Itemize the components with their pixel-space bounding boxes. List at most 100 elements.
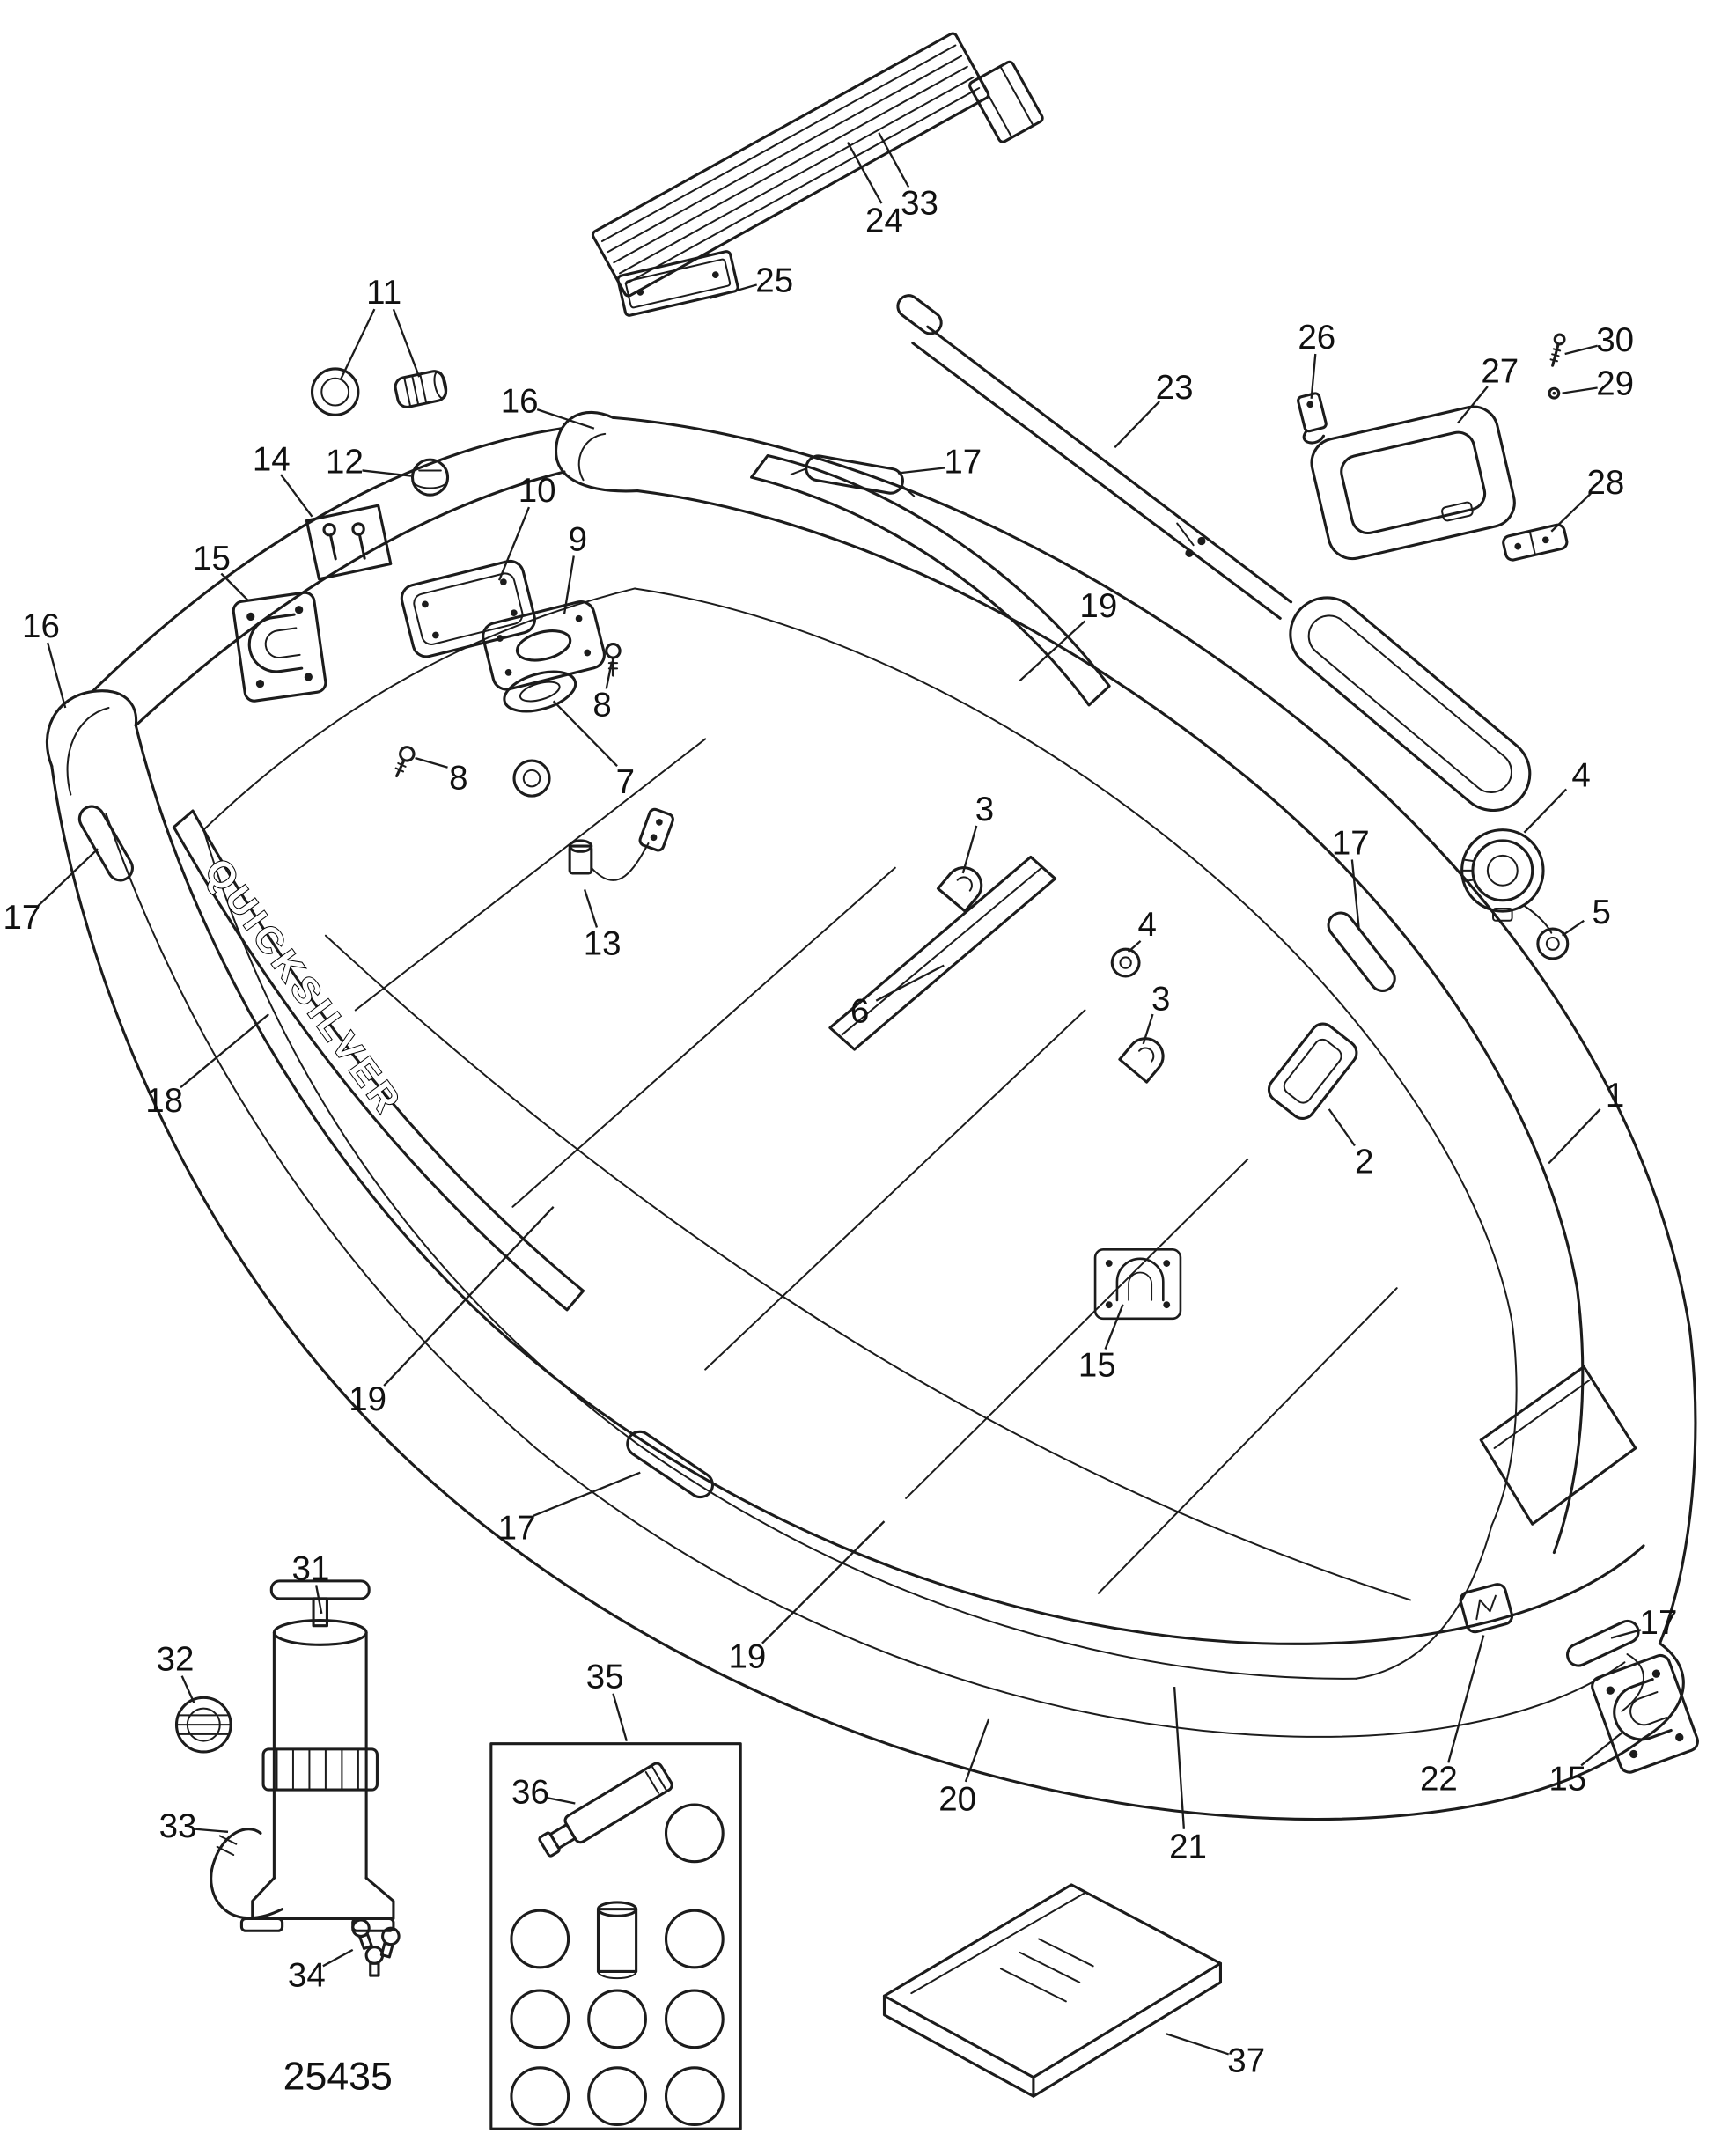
callout-31: 31 [292, 1550, 330, 1588]
leader-line-4 [1127, 940, 1142, 953]
callout-11: 11 [366, 274, 401, 312]
inflation-valve [1460, 828, 1545, 922]
callout-20: 20 [938, 1780, 976, 1818]
callout-10: 10 [519, 472, 556, 510]
leader-line-10 [497, 506, 531, 581]
callout-17: 17 [1640, 1604, 1678, 1642]
leader-line-17 [1350, 859, 1360, 928]
leader-line-26 [1310, 353, 1317, 399]
leader-line-37 [1166, 2033, 1230, 2056]
callout-25: 25 [755, 261, 793, 299]
gasket-plate-9 [482, 600, 606, 691]
callout-33: 33 [159, 1807, 197, 1845]
callout-3: 3 [1151, 981, 1170, 1019]
screw-kit [305, 504, 393, 581]
leader-line-16 [536, 408, 595, 430]
repair-kit [489, 1742, 742, 2130]
callout-29: 29 [1596, 364, 1634, 402]
callout-33: 33 [901, 185, 938, 223]
leader-line-15 [220, 572, 249, 602]
leader-line-1 [1548, 1108, 1601, 1165]
leader-line-8 [605, 661, 614, 689]
callout-1: 1 [1606, 1077, 1624, 1115]
callout-36: 36 [511, 1774, 549, 1812]
grab-handle [1327, 911, 1396, 992]
pump-adapter-32 [174, 1696, 232, 1754]
callout-15: 15 [193, 540, 231, 578]
leader-line-15 [1104, 1304, 1124, 1350]
leader-line-28 [1550, 492, 1592, 533]
callout-16: 16 [501, 382, 539, 420]
leader-line-25 [709, 283, 758, 299]
leader-line-15 [1580, 1732, 1623, 1767]
drawing-number: 25435 [283, 2055, 393, 2098]
leader-line-9 [563, 555, 575, 614]
callout-30: 30 [1596, 321, 1634, 359]
leader-line-27 [1457, 386, 1489, 424]
floor-valve [512, 759, 551, 798]
callout-24: 24 [865, 202, 903, 240]
leader-line-21 [1173, 1686, 1186, 1829]
callout-21: 21 [1169, 1828, 1207, 1865]
leader-line-34 [322, 1948, 354, 1968]
leader-line-11 [339, 308, 376, 380]
screw-icon [389, 743, 418, 781]
callout-26: 26 [1298, 319, 1335, 357]
callout-12: 12 [326, 444, 364, 482]
leader-line-2 [1328, 1108, 1356, 1147]
leader-line-14 [280, 474, 313, 518]
leader-line-30 [1564, 344, 1598, 356]
callout-2: 2 [1355, 1143, 1373, 1181]
seat-board [591, 32, 1044, 298]
callout-17: 17 [3, 899, 40, 937]
leader-line-11 [392, 308, 421, 378]
valve-fittings [310, 367, 448, 416]
seat-clip [936, 858, 990, 913]
nut-29 [1548, 386, 1561, 400]
screw-icon [605, 643, 622, 677]
callout-22: 22 [1420, 1760, 1458, 1798]
callout-16: 16 [22, 607, 60, 645]
brand-text: QUICKSILVER [197, 850, 411, 1123]
callout-17: 17 [498, 1509, 536, 1547]
leader-line-17 [533, 1471, 641, 1518]
callout-5: 5 [1593, 894, 1611, 931]
leader-line-4 [1523, 788, 1568, 834]
drain-valve [568, 807, 674, 881]
gasket-plate-10 [400, 559, 536, 658]
callout-7: 7 [616, 763, 635, 801]
callout-23: 23 [1156, 369, 1194, 407]
valve-cap [410, 458, 450, 497]
leader-line-17 [897, 467, 945, 475]
leader-line-19 [761, 1520, 886, 1644]
seat-board-end-cap [968, 60, 1044, 143]
grab-handle [626, 1430, 715, 1499]
grab-handle [77, 805, 134, 882]
callout-19: 19 [1079, 587, 1117, 625]
transom [1479, 1365, 1637, 1526]
callout-27: 27 [1481, 353, 1519, 391]
leader-line-24 [846, 142, 883, 204]
callout-28: 28 [1586, 464, 1624, 502]
leader-line-8 [415, 756, 448, 769]
callout-4: 4 [1138, 906, 1157, 944]
valve-cap-tether [1523, 904, 1553, 934]
leader-line-20 [964, 1718, 990, 1783]
u-bolt-plate [1588, 1651, 1702, 1777]
leader-line-32 [180, 1675, 195, 1703]
leader-line-33 [878, 132, 910, 188]
leader-line-16 [47, 642, 67, 709]
callout-8: 8 [592, 686, 611, 724]
callout-14: 14 [253, 441, 291, 479]
callout-9: 9 [569, 521, 587, 559]
latch-clip-26 [1297, 392, 1328, 445]
screw-30 [1549, 333, 1566, 367]
leader-line-12 [362, 469, 412, 477]
latch-plate-28 [1502, 523, 1569, 562]
callout-8: 8 [449, 760, 467, 798]
u-bolt-plate [1093, 1247, 1182, 1321]
callout-35: 35 [586, 1659, 624, 1696]
oar [896, 294, 1532, 813]
